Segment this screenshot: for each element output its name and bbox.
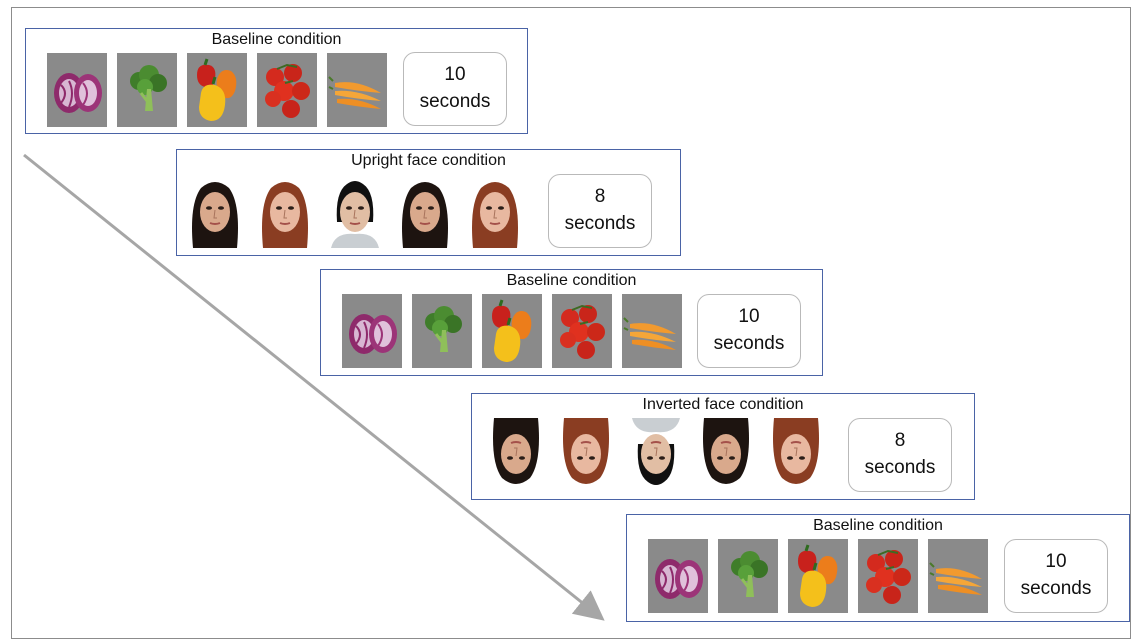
tomatoes-image — [858, 539, 918, 613]
duration-value: 10 — [444, 64, 466, 86]
red-cabbage-image — [342, 294, 402, 368]
block-title: Baseline condition — [211, 31, 342, 48]
face-asian-image — [626, 418, 686, 492]
face-asian-image — [325, 174, 385, 248]
red-cabbage-image — [648, 539, 708, 613]
duration-unit: seconds — [864, 457, 936, 478]
bell-peppers-image — [482, 294, 542, 368]
stimulus-row — [486, 418, 826, 492]
duration-unit: seconds — [1020, 578, 1092, 599]
broccoli-image — [412, 294, 472, 368]
face-red-hair-image — [766, 418, 826, 492]
duration-unit: seconds — [713, 333, 785, 354]
stimulus-row — [342, 294, 682, 368]
face-dark-hair-image — [395, 174, 455, 248]
tomatoes-image — [257, 53, 317, 127]
stimulus-row — [185, 174, 525, 248]
block-title: Baseline condition — [506, 272, 637, 289]
face-dark-hair-image — [185, 174, 245, 248]
carrots-image — [327, 53, 387, 127]
broccoli-image — [718, 539, 778, 613]
bell-peppers-image — [788, 539, 848, 613]
condition-block-baseline-1: Baseline condition 10 seconds — [25, 28, 528, 134]
face-red-hair-image — [556, 418, 616, 492]
duration-unit: seconds — [419, 91, 491, 112]
block-title: Inverted face condition — [642, 396, 804, 413]
face-red-hair-image — [465, 174, 525, 248]
duration-value: 8 — [594, 186, 606, 208]
carrots-image — [622, 294, 682, 368]
face-dark-hair-image — [696, 418, 756, 492]
duration-box: 10 seconds — [697, 294, 801, 368]
duration-box: 8 seconds — [848, 418, 952, 492]
stimulus-row — [648, 539, 988, 613]
duration-box: 10 seconds — [1004, 539, 1108, 613]
broccoli-image — [117, 53, 177, 127]
condition-block-baseline-2: Baseline condition 10 seconds — [320, 269, 823, 376]
duration-box: 10 seconds — [403, 52, 507, 126]
duration-box: 8 seconds — [548, 174, 652, 248]
stimulus-row — [47, 53, 387, 127]
face-dark-hair-image — [486, 418, 546, 492]
duration-value: 10 — [1045, 551, 1067, 573]
condition-block-upright-face: Upright face condition 8 seconds — [176, 149, 681, 256]
condition-block-inverted-face: Inverted face condition 8 seconds — [471, 393, 975, 500]
block-title: Upright face condition — [351, 152, 506, 169]
duration-unit: seconds — [564, 213, 636, 234]
carrots-image — [928, 539, 988, 613]
duration-value: 10 — [738, 306, 760, 328]
tomatoes-image — [552, 294, 612, 368]
block-title: Baseline condition — [813, 517, 943, 534]
face-red-hair-image — [255, 174, 315, 248]
bell-peppers-image — [187, 53, 247, 127]
red-cabbage-image — [47, 53, 107, 127]
condition-block-baseline-3: Baseline condition 10 seconds — [626, 514, 1130, 622]
duration-value: 8 — [894, 430, 906, 452]
